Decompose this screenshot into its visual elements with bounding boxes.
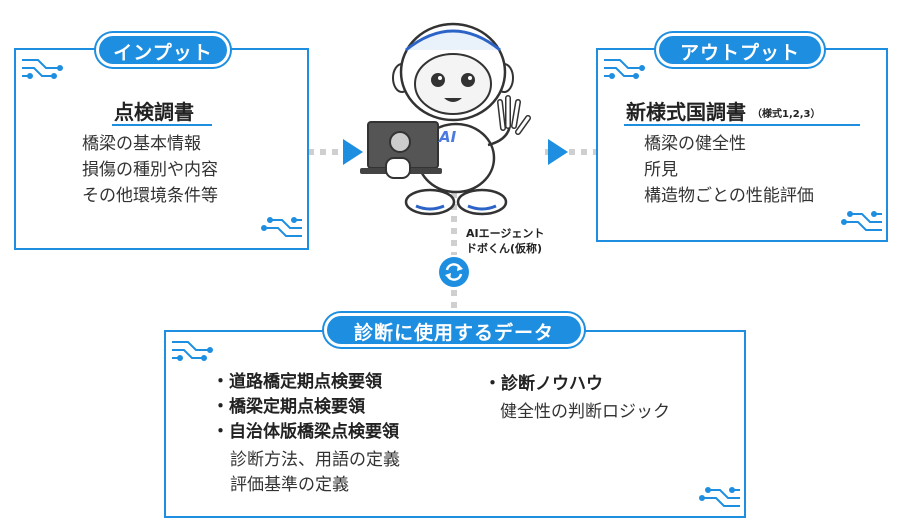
list-item: 橋梁の基本情報	[82, 134, 201, 154]
diagnosis-left-list: ・道路橋定期点検要領 ・橋梁定期点検要領 ・自治体版橋梁点検要領	[212, 370, 399, 445]
list-item: 所見	[644, 160, 678, 180]
list-item: ・橋梁定期点検要領	[212, 397, 365, 417]
list-item: ・自治体版橋梁点検要領	[212, 422, 399, 442]
diagnosis-badge: 診断に使用するデータ	[324, 313, 584, 347]
output-badge: アウトプット	[656, 33, 824, 67]
output-panel	[596, 48, 888, 242]
input-heading-underline	[112, 124, 212, 126]
input-items: 橋梁の基本情報 損傷の種別や内容 その他環境条件等	[82, 131, 218, 209]
output-heading-text: 新様式国調書	[626, 100, 746, 124]
circuit-decoration-icon	[841, 211, 882, 231]
list-item: ・診断ノウハウ	[484, 374, 603, 394]
input-badge: インプット	[96, 33, 230, 67]
list-item: 評価基準の定義	[230, 475, 349, 495]
arrow-right-icon	[548, 139, 568, 165]
list-item: 健全性の判断ロジック	[500, 402, 670, 422]
circuit-decoration-icon	[22, 59, 63, 79]
agent-name-label: AIエージェント ドボくん(仮称)	[466, 227, 545, 255]
output-heading-note: （様式1,2,3）	[752, 109, 821, 120]
list-item: 診断方法、用語の定義	[230, 450, 400, 470]
list-item: 構造物ごとの性能評価	[644, 186, 814, 206]
laptop-logo: AI	[439, 128, 457, 146]
diagnosis-right-list: ・診断ノウハウ 健全性の判断ロジック	[484, 370, 670, 426]
output-items: 橋梁の健全性 所見 構造物ごとの性能評価	[644, 131, 814, 209]
circuit-decoration-icon	[261, 217, 302, 237]
input-heading: 点検調書	[114, 100, 194, 124]
list-item: 橋梁の健全性	[644, 134, 746, 154]
diagnosis-left-notes: 診断方法、用語の定義 評価基準の定義	[230, 448, 400, 498]
robot-agent-illustration	[360, 22, 531, 216]
circuit-decoration-icon	[699, 487, 740, 507]
list-item: その他環境条件等	[82, 186, 218, 206]
circuit-decoration-icon	[604, 59, 645, 79]
output-heading-underline	[624, 124, 860, 126]
arrow-right-icon	[343, 139, 363, 165]
sync-icon	[439, 257, 469, 287]
output-heading: 新様式国調書 （様式1,2,3）	[626, 96, 820, 125]
input-panel	[14, 48, 309, 250]
list-item: ・道路橋定期点検要領	[212, 372, 382, 392]
circuit-decoration-icon	[172, 341, 213, 361]
list-item: 損傷の種別や内容	[82, 160, 218, 180]
